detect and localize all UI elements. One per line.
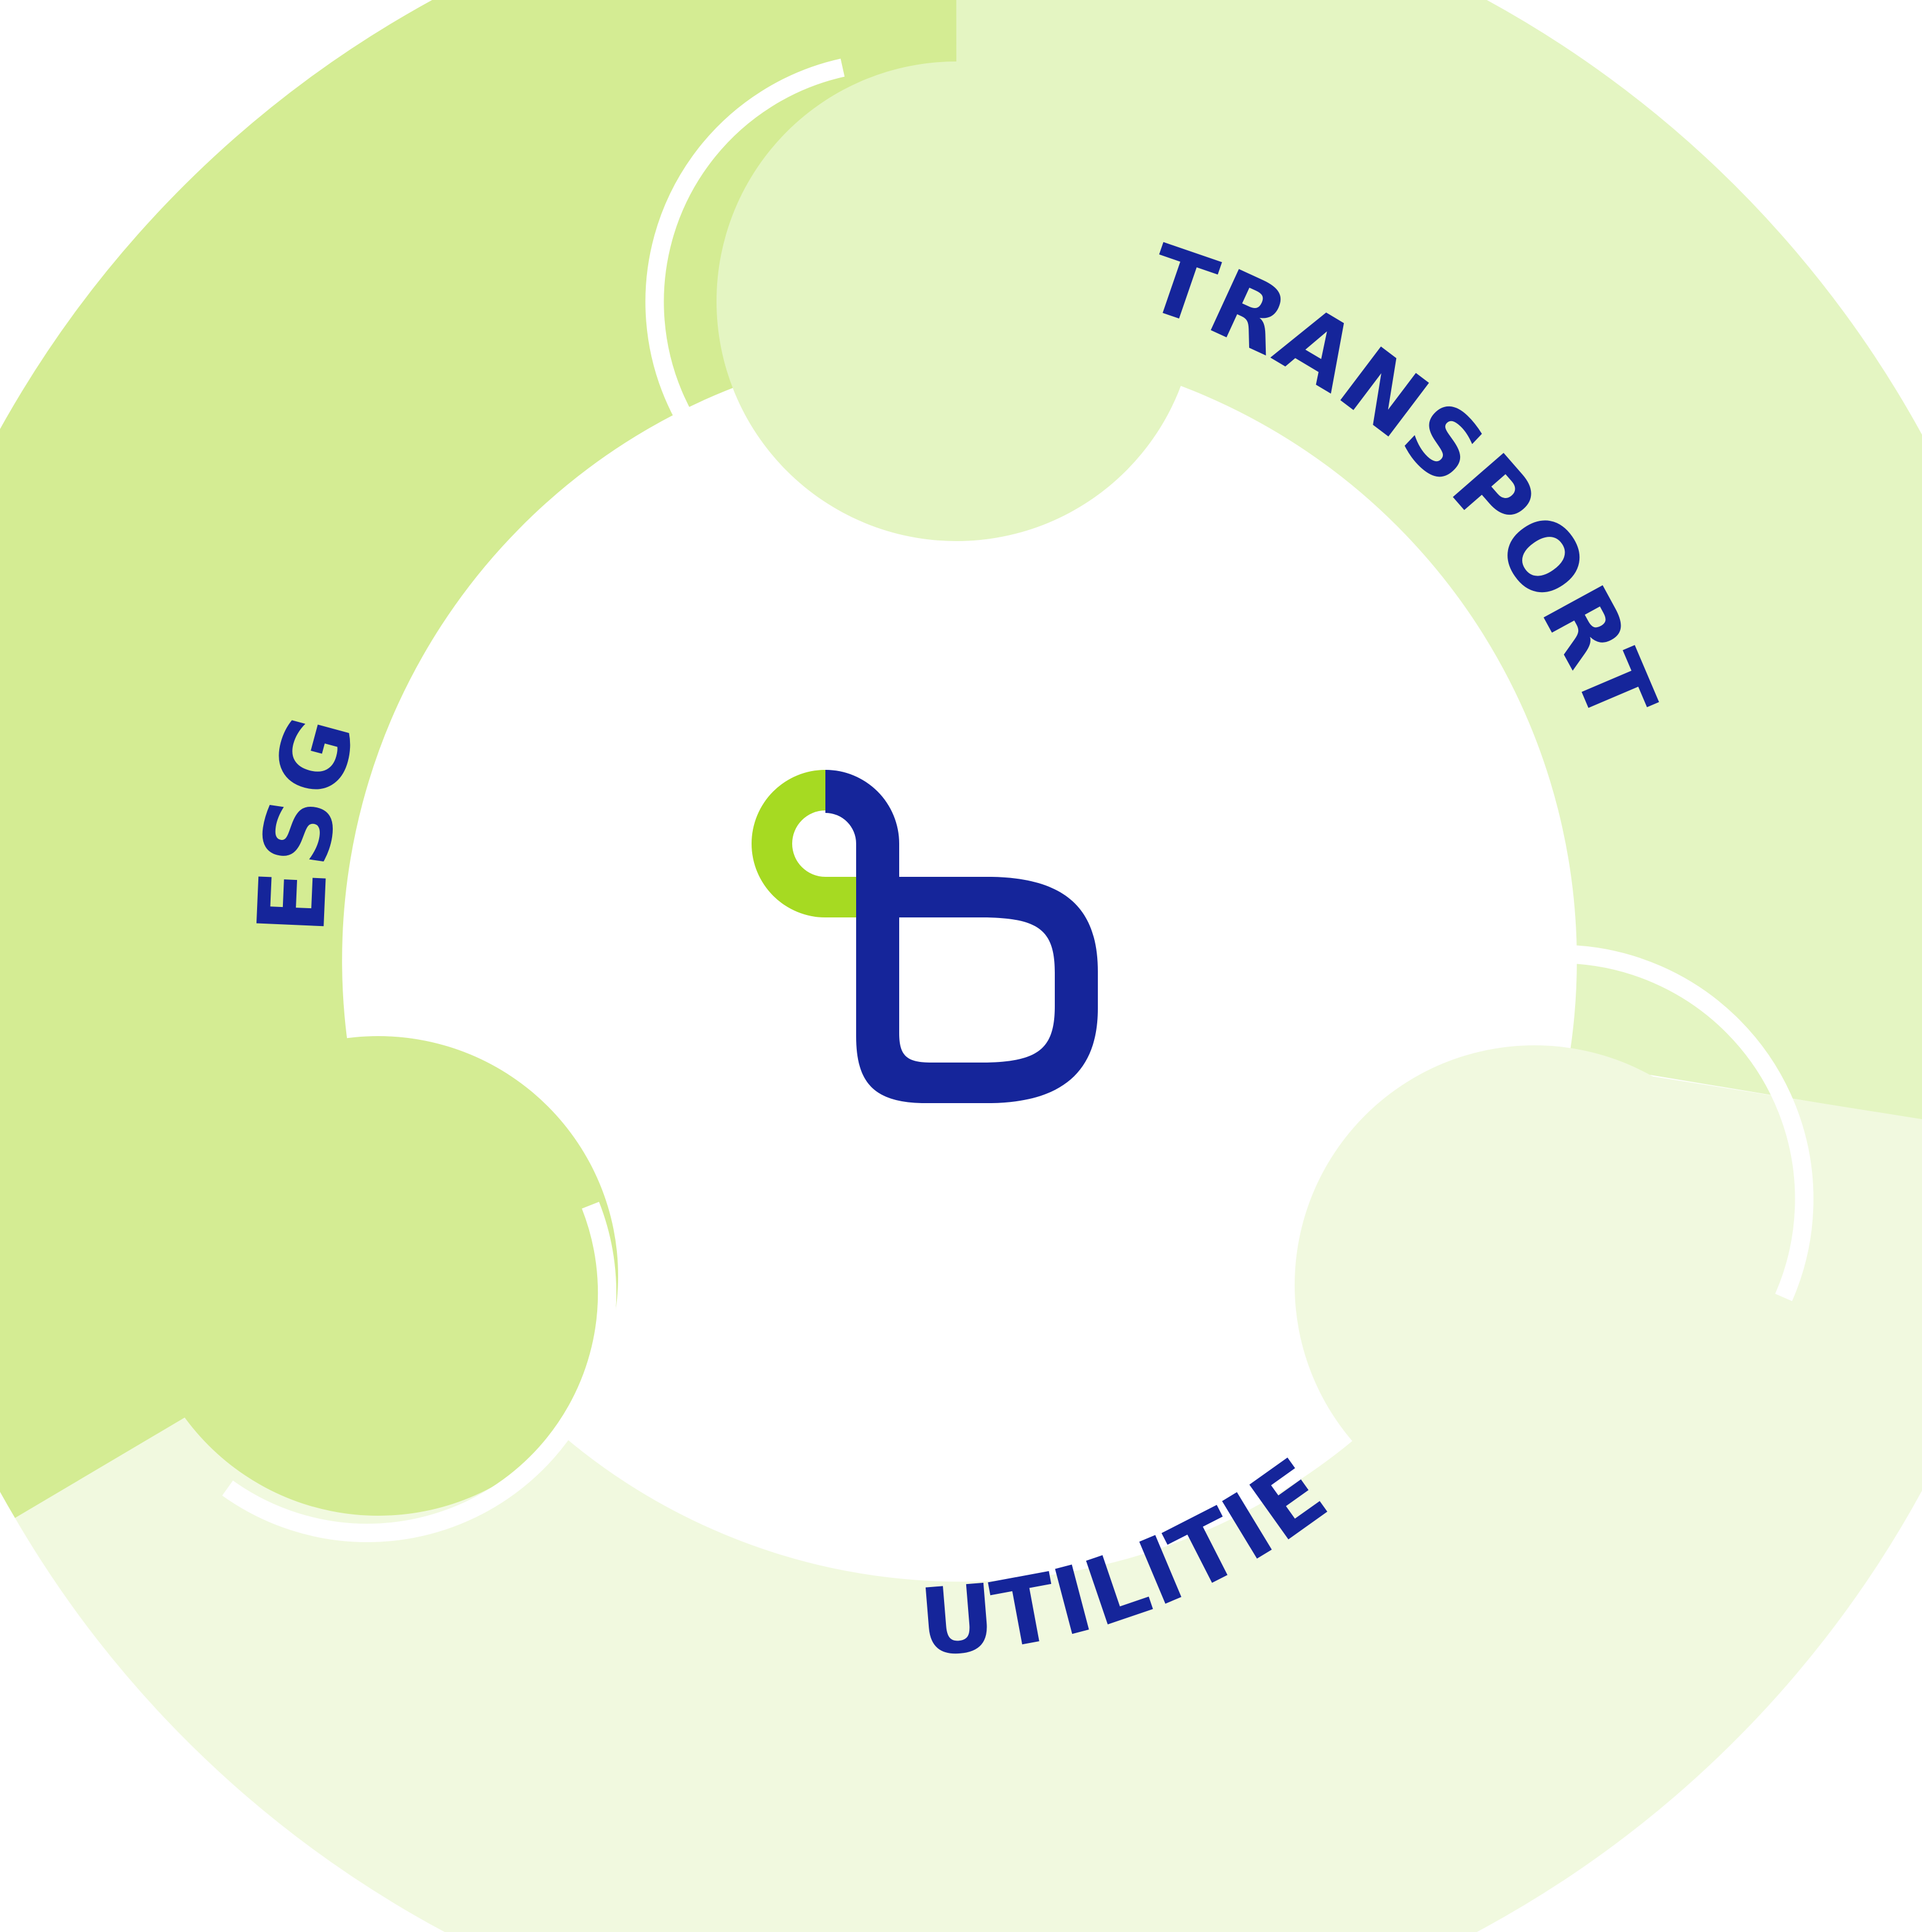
cap-esg xyxy=(138,1036,618,1516)
logo-accent xyxy=(752,770,858,917)
cap-outline-utilities xyxy=(1326,944,1814,1302)
segment-transport xyxy=(956,0,1922,1120)
cap-transport xyxy=(717,61,1196,541)
segment-esg xyxy=(0,0,958,1518)
cap-outlines xyxy=(222,58,1814,1542)
logo-mark xyxy=(752,770,1098,1103)
cap-utilities xyxy=(1295,1045,1774,1525)
center-disc xyxy=(538,542,1375,1379)
logo-stem xyxy=(825,770,1098,1103)
cap-outline-transport xyxy=(645,58,880,550)
segment-caps xyxy=(138,61,1774,1525)
cap-outline-esg xyxy=(222,1202,617,1542)
